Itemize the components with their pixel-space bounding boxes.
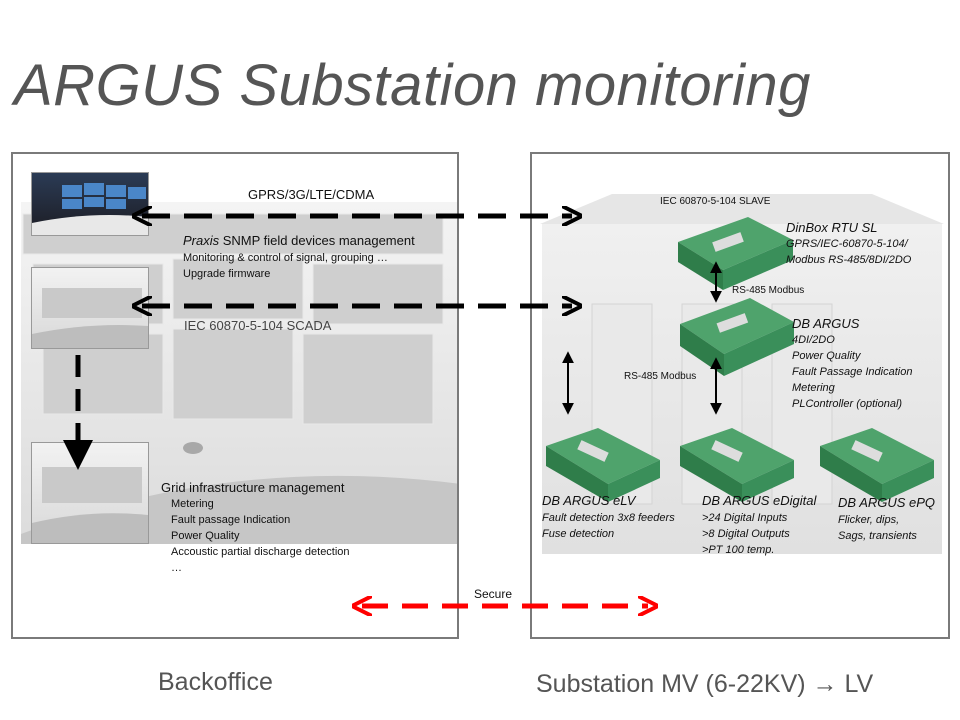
control-room-thumbnail-2 [31,267,149,349]
control-room-thumbnail-3 [31,442,149,544]
grid-item: Metering [171,498,214,510]
iec-scada-label: IEC 60870-5-104 SCADA [184,318,332,333]
rs485-left-label: RS-485 Modbus [624,371,697,382]
epq-line: Sags, transients [838,530,917,542]
argus-line: Fault Passage Indication [792,366,913,378]
epq-line: Flicker, dips, [838,514,900,526]
argus-title: DB ARGUS [792,316,860,331]
argus-line: 4DI/2DO [792,334,835,346]
elv-line: Fault detection 3x8 feeders [542,512,675,524]
grid-item: Fault passage Indication [171,514,291,526]
edigital-line: >24 Digital Inputs [702,512,788,524]
praxis-brand: Praxis [183,233,220,248]
backoffice-caption: Backoffice [158,668,273,696]
edigital-line: >8 Digital Outputs [702,528,790,540]
edigital-title: DB ARGUS eDigital [702,493,817,508]
grid-item: Accoustic partial discharge detection [171,546,350,558]
praxis-heading-rest: SNMP field devices management [219,233,415,248]
db-argus-epq-device [820,428,934,502]
argus-line: PLController (optional) [792,398,903,410]
rs485-top-label: RS-485 Modbus [732,285,805,296]
db-argus-edigital-device [680,428,794,502]
elv-line: Fuse detection [542,528,615,540]
secure-label: Secure [474,587,513,601]
praxis-heading: Praxis SNMP field devices management [183,233,415,248]
gprs-label: GPRS/3G/LTE/CDMA [248,187,375,202]
grid-item: Power Quality [171,530,240,542]
argus-line: Power Quality [792,350,861,362]
grid-heading: Grid infrastructure management [161,480,345,495]
iec-slave-label: IEC 60870-5-104 SLAVE [660,196,771,207]
db-argus-elv-device [546,428,660,502]
epq-title: DB ARGUS ePQ [838,495,936,510]
praxis-line: Monitoring & control of signal, grouping… [183,252,388,264]
substation-panel: IEC 60870-5-104 SLAVE DinBox RTU SL GPRS… [530,152,950,639]
substation-caption: Substation MV (6-22KV) → LV [536,670,874,698]
grid-item: … [171,562,182,574]
dinbox-rtu-device [678,217,793,290]
page-title: ARGUS Substation monitoring [14,53,811,118]
dinbox-title: DinBox RTU SL [786,220,878,235]
db-argus-device [680,298,794,376]
control-room-thumbnail-1 [31,172,149,236]
edigital-line: >PT 100 temp. [702,544,775,556]
dinbox-line: Modbus RS-485/8DI/2DO [786,254,912,266]
elv-title: DB ARGUS eLV [542,493,636,508]
dinbox-line: GPRS/IEC-60870-5-104/ [786,238,908,250]
argus-line: Metering [792,382,835,394]
praxis-line: Upgrade firmware [183,268,271,280]
